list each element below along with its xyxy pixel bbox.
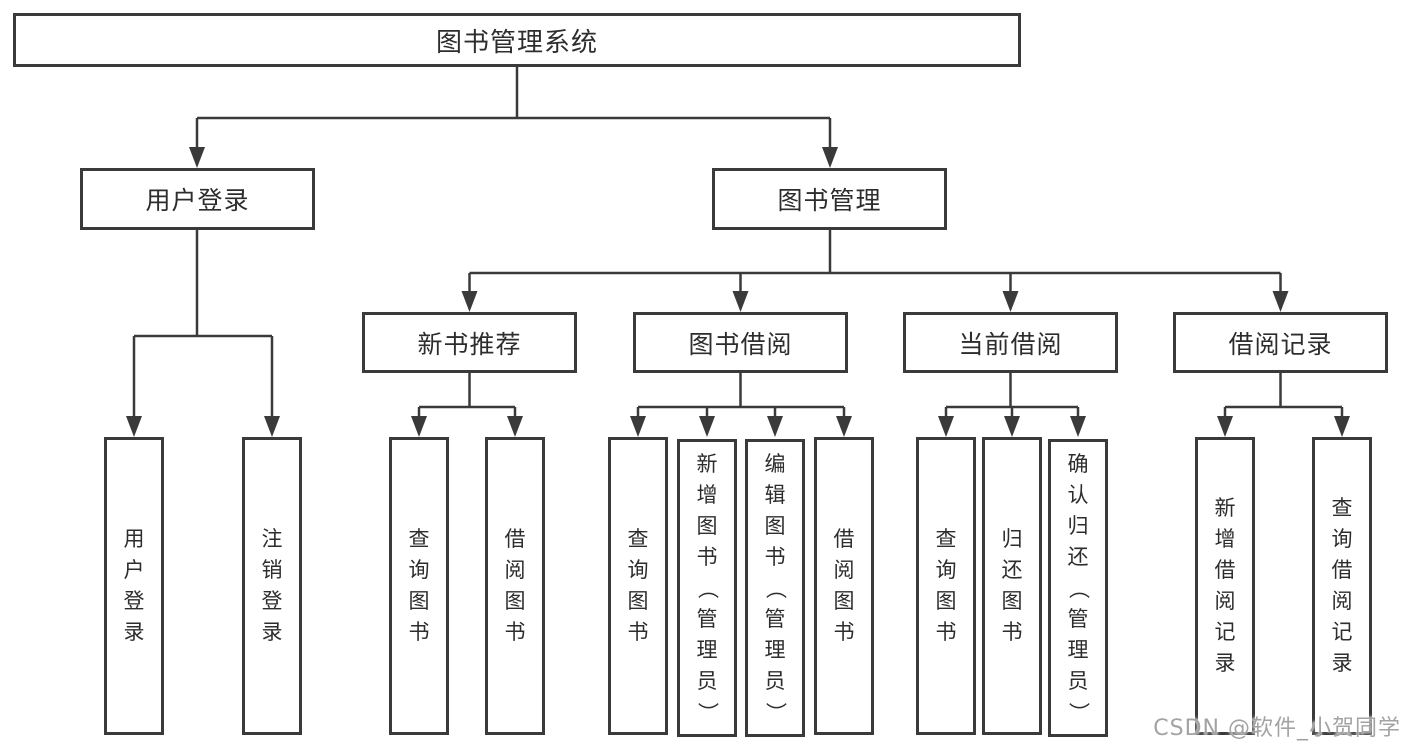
leaf-node-borrow-books: 借阅图书 (814, 437, 874, 735)
leaf-node-add-books-admin: 新增图书（管理员） (677, 439, 737, 737)
leaf-node-query-books-borrow: 查询图书 (608, 437, 668, 735)
sub-branch-label: 新书推荐 (417, 329, 522, 359)
arrowheads (126, 147, 1350, 437)
leaf-node-query-books-current: 查询图书 (916, 437, 976, 735)
leaf-node-return-books: 归还图书 (982, 437, 1042, 735)
sub-branch-node-borrow-records: 借阅记录 (1173, 312, 1388, 373)
root-label: 图书管理系统 (435, 27, 598, 58)
branch-label: 用户登录 (145, 186, 250, 215)
csdn-watermark: CSDN @软件_小贺同学 (1153, 716, 1401, 741)
sub-branch-label: 图书借阅 (688, 329, 793, 359)
leaf-node-logout: 注销登录 (242, 437, 302, 735)
branch-node-user-login: 用户登录 (80, 168, 315, 230)
leaf-node-user-login: 用户登录 (104, 437, 164, 735)
leaf-node-add-borrow-record: 新增借阅记录 (1195, 437, 1255, 735)
sub-branch-node-new-book-recommend: 新书推荐 (362, 312, 577, 373)
sub-branch-label: 当前借阅 (958, 329, 1063, 359)
branch-label: 图书管理 (777, 186, 882, 215)
leaf-node-confirm-return-admin: 确认归还（管理员） (1048, 439, 1108, 737)
sub-branch-label: 借阅记录 (1228, 329, 1333, 359)
leaf-node-query-borrow-record: 查询借阅记录 (1312, 437, 1372, 735)
leaf-node-edit-books-admin: 编辑图书（管理员） (745, 439, 805, 737)
sub-branch-node-current-borrow: 当前借阅 (903, 312, 1118, 373)
root-node: 图书管理系统 (13, 13, 1021, 67)
leaf-node-borrow-books-recommend: 借阅图书 (485, 437, 545, 735)
branch-node-book-management: 图书管理 (712, 168, 947, 230)
leaf-node-query-books-recommend: 查询图书 (389, 437, 449, 735)
sub-branch-node-book-borrow: 图书借阅 (633, 312, 848, 373)
